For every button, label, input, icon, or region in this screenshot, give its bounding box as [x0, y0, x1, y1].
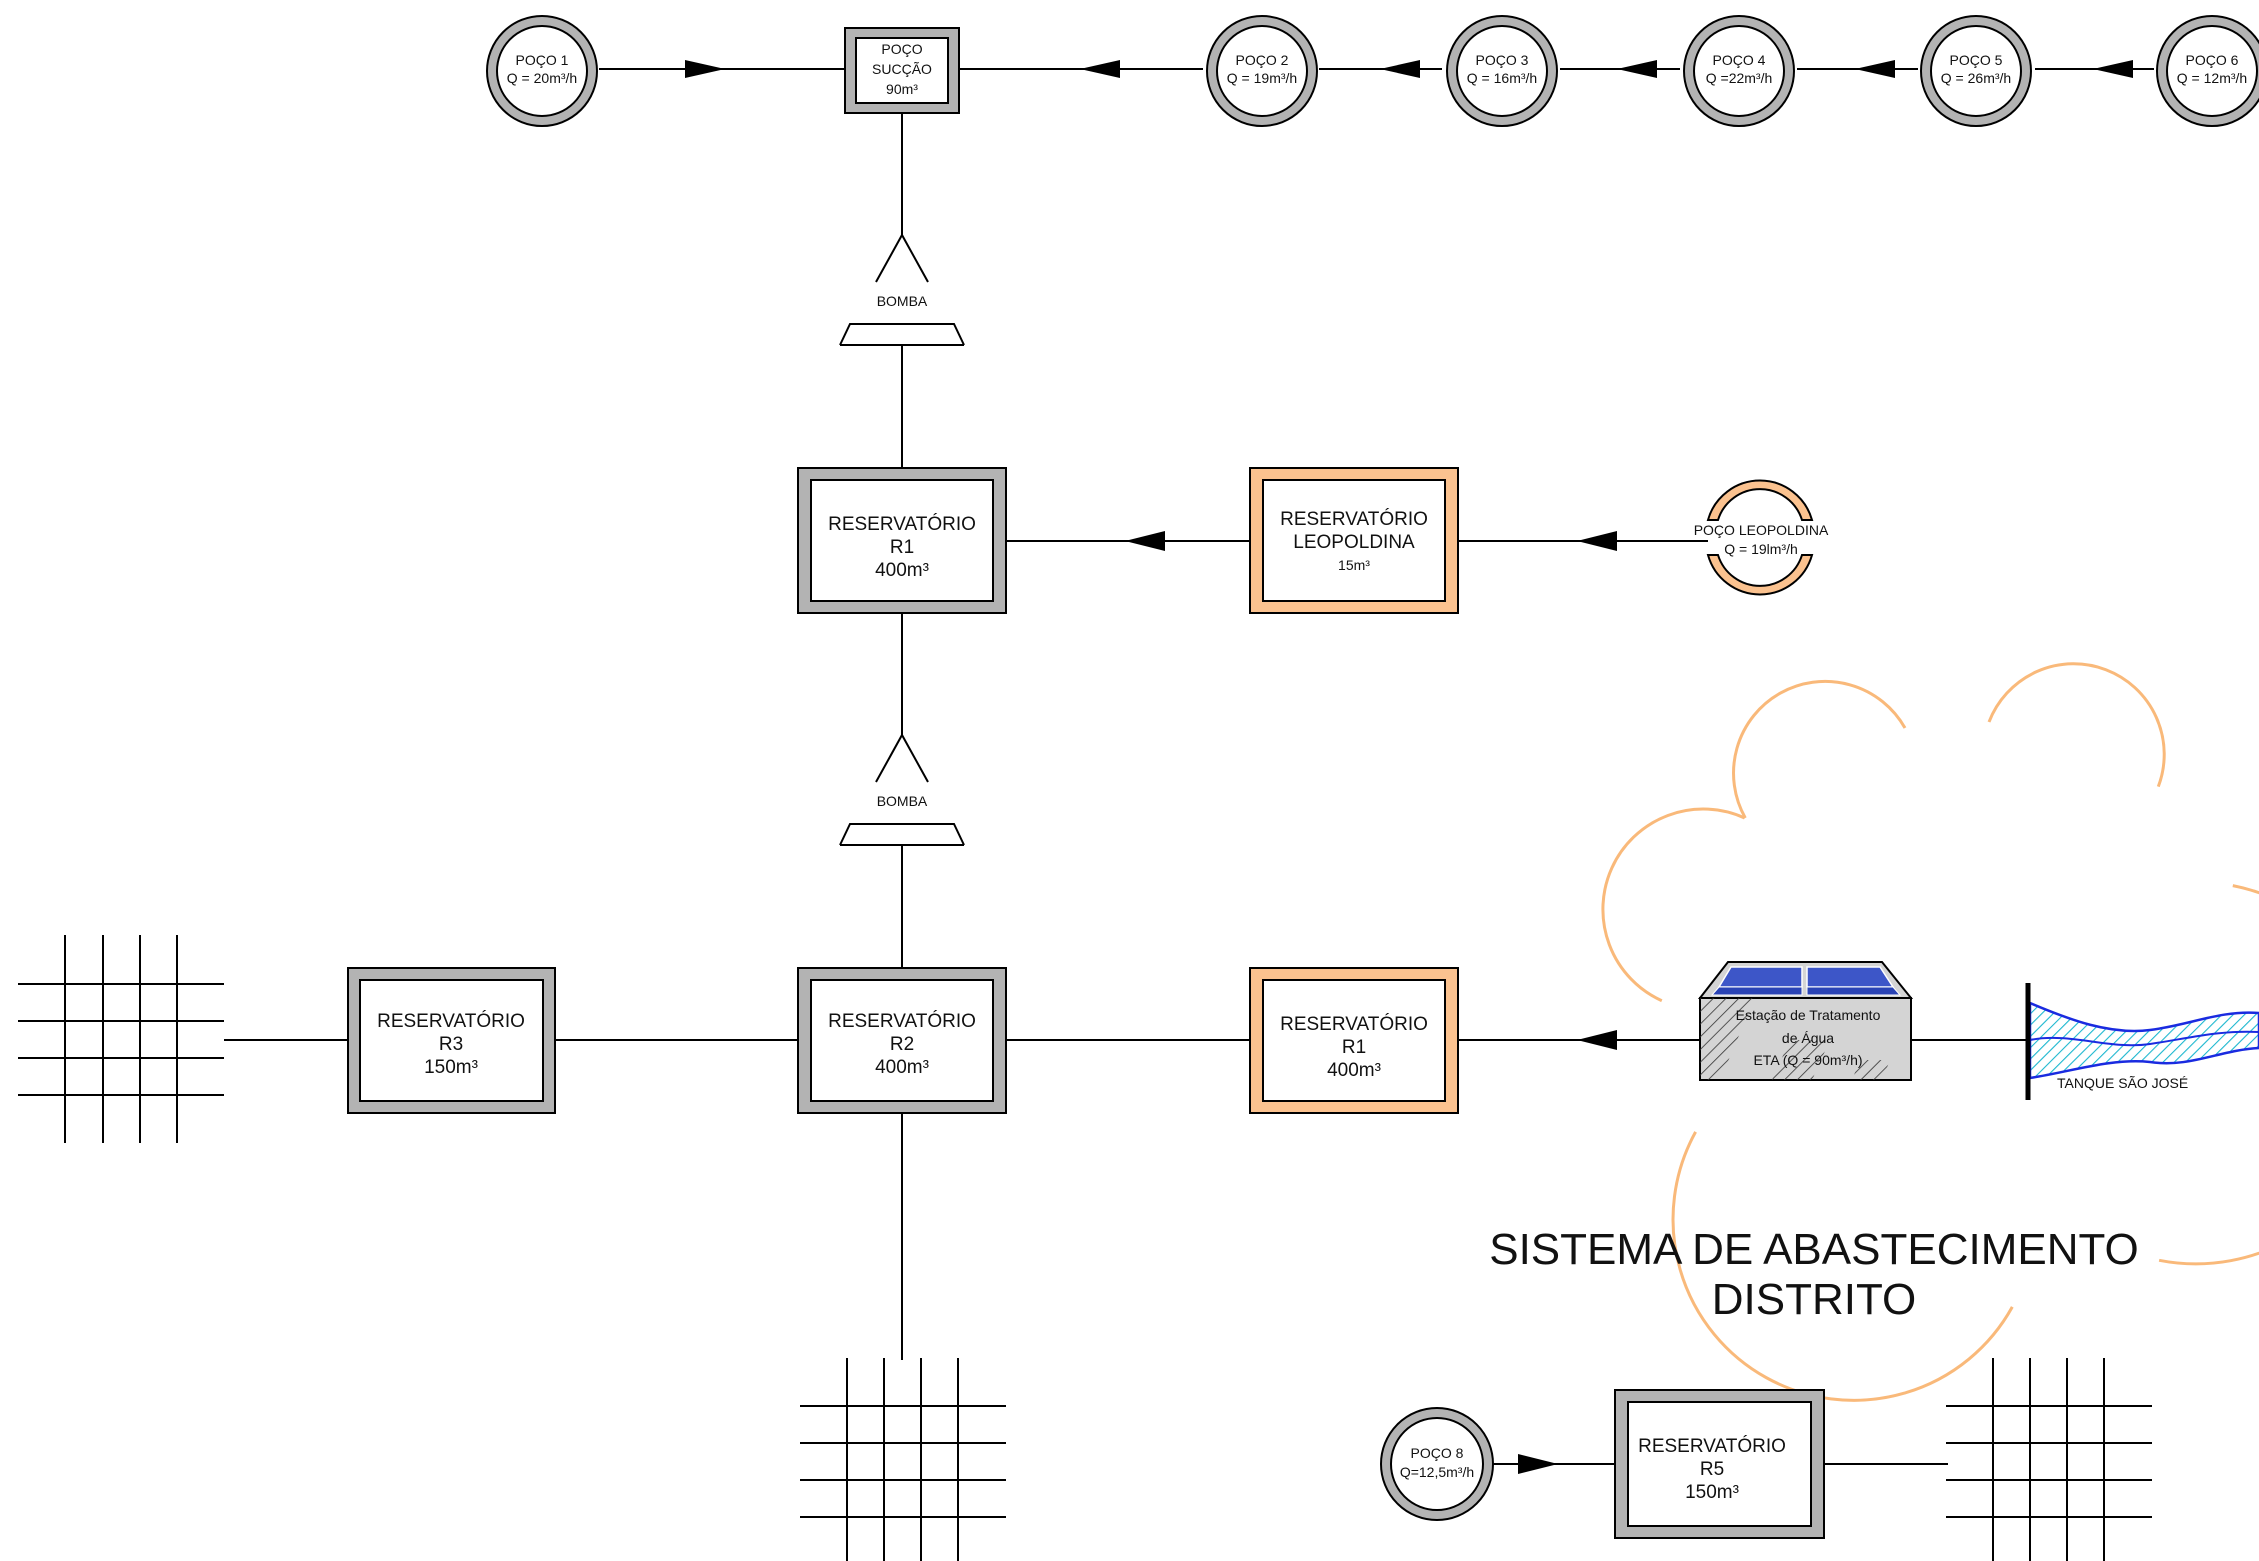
arrow-left-icon	[2093, 60, 2133, 78]
diagram-title: SISTEMA DE ABASTECIMENTO DISTRITO	[1489, 1225, 2139, 1324]
arrow-left-icon	[1577, 531, 1617, 551]
well-poco5: POÇO 5 Q = 26m³/h	[1920, 15, 2032, 127]
distribution-grid-south	[800, 1358, 1006, 1561]
well-poco-leopoldina: POÇO LEOPOLDINA Q = 19lm³/h	[1694, 479, 1829, 596]
reservoir-leopoldina: RESERVATÓRIO LEOPOLDINA 15m³	[1249, 467, 1459, 614]
reservoir-volume: 400m³	[875, 1057, 929, 1078]
solar-panel-icon	[1806, 966, 1895, 988]
well-name: POÇO LEOPOLDINA	[1694, 522, 1829, 538]
well-poco2: POÇO 2 Q = 19m³/h	[1206, 15, 1318, 127]
reservoir-title: RESERVATÓRIO	[1280, 1013, 1428, 1035]
well-name: POÇO 1	[516, 52, 569, 68]
well-poco1: POÇO 1 Q = 20m³/h	[486, 15, 598, 127]
reservoir-r2: RESERVATÓRIO R2 400m³	[797, 967, 1007, 1114]
well-name: POÇO 3	[1476, 52, 1529, 68]
well-name: POÇO 2	[1236, 52, 1289, 68]
eta-treatment-station: Estação de Tratamento de Água ETA (Q = 9…	[1697, 961, 1914, 1081]
reservoir-id: LEOPOLDINA	[1293, 532, 1415, 553]
well-flow: Q = 26m³/h	[1941, 70, 2011, 86]
reservoir-volume: 400m³	[875, 560, 929, 581]
pump-1: BOMBA	[839, 232, 965, 346]
reservoir-id: R1	[890, 537, 914, 558]
reservoir-r1-main: RESERVATÓRIO R1 400m³	[797, 467, 1007, 614]
reservoir-id: R5	[1700, 1459, 1724, 1480]
well-name: POÇO 6	[2186, 52, 2239, 68]
arrow-left-icon	[1855, 60, 1895, 78]
reservoir-title: RESERVATÓRIO	[828, 1010, 976, 1032]
well-flow: Q = 20m³/h	[507, 70, 577, 86]
reservoir-id: R2	[890, 1034, 914, 1055]
well-name: POÇO 4	[1713, 52, 1766, 68]
tank-name: TANQUE SÃO JOSÉ	[2057, 1075, 2188, 1091]
arrow-left-icon	[1125, 531, 1165, 551]
reservoir-title: RESERVATÓRIO	[1280, 508, 1428, 530]
well-flow: Q = 19m³/h	[1227, 70, 1297, 86]
well-flow: Q = 12m³/h	[2177, 70, 2247, 86]
arrow-right-icon	[685, 60, 725, 78]
well-name: POÇO 8	[1411, 1445, 1464, 1461]
reservoir-title: RESERVATÓRIO	[377, 1010, 525, 1032]
well-flow: Q = 16m³/h	[1467, 70, 1537, 86]
reservoir-id: R3	[439, 1034, 463, 1055]
well-flow: Q=12,5m³/h	[1400, 1464, 1474, 1480]
title-line2: DISTRITO	[1712, 1275, 1917, 1324]
reservoir-id: R1	[1342, 1037, 1366, 1058]
pump-2: BOMBA	[839, 732, 965, 846]
arrow-left-icon	[1080, 60, 1120, 78]
eta-line1: Estação de Tratamento	[1736, 1007, 1881, 1023]
pump-label: BOMBA	[877, 293, 928, 309]
title-line1: SISTEMA DE ABASTECIMENTO	[1489, 1225, 2139, 1274]
reservoir-volume: 15m³	[1338, 557, 1370, 573]
suction-well-line2: SUCÇÃO	[872, 61, 932, 77]
water-wave-icon	[2028, 1001, 2259, 1080]
pump-label: BOMBA	[877, 793, 928, 809]
distribution-grid-west	[18, 935, 224, 1143]
distribution-grid-east	[1946, 1358, 2152, 1561]
arrow-left-icon	[1380, 60, 1420, 78]
suction-well-line3: 90m³	[886, 81, 918, 97]
reservoir-volume: 150m³	[1685, 1482, 1739, 1503]
reservoir-r5: RESERVATÓRIO R5 150m³	[1614, 1389, 1825, 1539]
well-poco4: POÇO 4 Q =22m³/h	[1683, 15, 1795, 127]
well-flow: Q = 19lm³/h	[1724, 541, 1798, 557]
arrow-right-icon	[1518, 1454, 1558, 1474]
reservoir-r3: RESERVATÓRIO R3 150m³	[347, 967, 556, 1114]
reservoir-volume: 400m³	[1327, 1060, 1381, 1081]
well-name: POÇO 5	[1950, 52, 2003, 68]
reservoir-r1-orange: RESERVATÓRIO R1 400m³	[1249, 967, 1459, 1114]
arrow-left-icon	[1617, 60, 1657, 78]
suction-well: POÇO SUCÇÃO 90m³	[844, 27, 960, 114]
well-poco3: POÇO 3 Q = 16m³/h	[1446, 15, 1558, 127]
suction-well-line1: POÇO	[881, 41, 922, 57]
reservoir-title: RESERVATÓRIO	[828, 513, 976, 535]
solar-panel-icon	[1717, 966, 1803, 988]
flow-arrows	[685, 60, 2133, 1474]
eta-line3: ETA (Q = 90m³/h)	[1753, 1052, 1862, 1068]
well-flow: Q =22m³/h	[1706, 70, 1773, 86]
eta-highlight-circle	[1601, 662, 2259, 1402]
well-poco6: POÇO 6 Q = 12m³/h	[2156, 15, 2259, 127]
tanque-sao-jose: TANQUE SÃO JOSÉ	[2025, 983, 2259, 1100]
reservoir-volume: 150m³	[424, 1057, 478, 1078]
well-poco8: POÇO 8 Q=12,5m³/h	[1380, 1407, 1494, 1521]
arrow-left-icon	[1577, 1030, 1617, 1050]
reservoir-title: RESERVATÓRIO	[1638, 1435, 1786, 1457]
eta-line2: de Água	[1782, 1030, 1834, 1046]
